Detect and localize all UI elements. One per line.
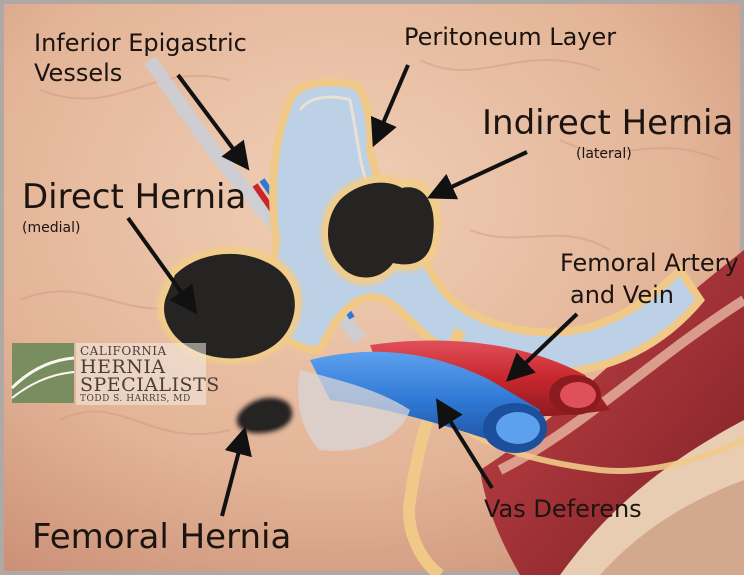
- label-direct-hernia: Direct Hernia: [22, 178, 246, 217]
- label-inferior-epigastric-2: Vessels: [34, 60, 122, 88]
- label-inferior-epigastric-1: Inferior Epigastric: [34, 30, 247, 58]
- label-femoral-hernia: Femoral Hernia: [32, 518, 291, 557]
- label-vas-deferens: Vas Deferens: [484, 496, 642, 524]
- label-indirect-hernia: Indirect Hernia: [482, 104, 733, 143]
- label-direct-sub: (medial): [22, 220, 80, 236]
- logo-line-4: TODD S. HARRIS, MD: [80, 394, 191, 404]
- label-femoral-artery-2: and Vein: [570, 282, 674, 310]
- vein-lumen: [496, 412, 540, 444]
- label-peritoneum: Peritoneum Layer: [404, 24, 616, 52]
- artery-lumen: [560, 382, 596, 408]
- label-femoral-artery-1: Femoral Artery: [560, 250, 739, 278]
- logo-line-3: SPECIALISTS: [80, 374, 220, 396]
- label-indirect-sub: (lateral): [576, 146, 632, 162]
